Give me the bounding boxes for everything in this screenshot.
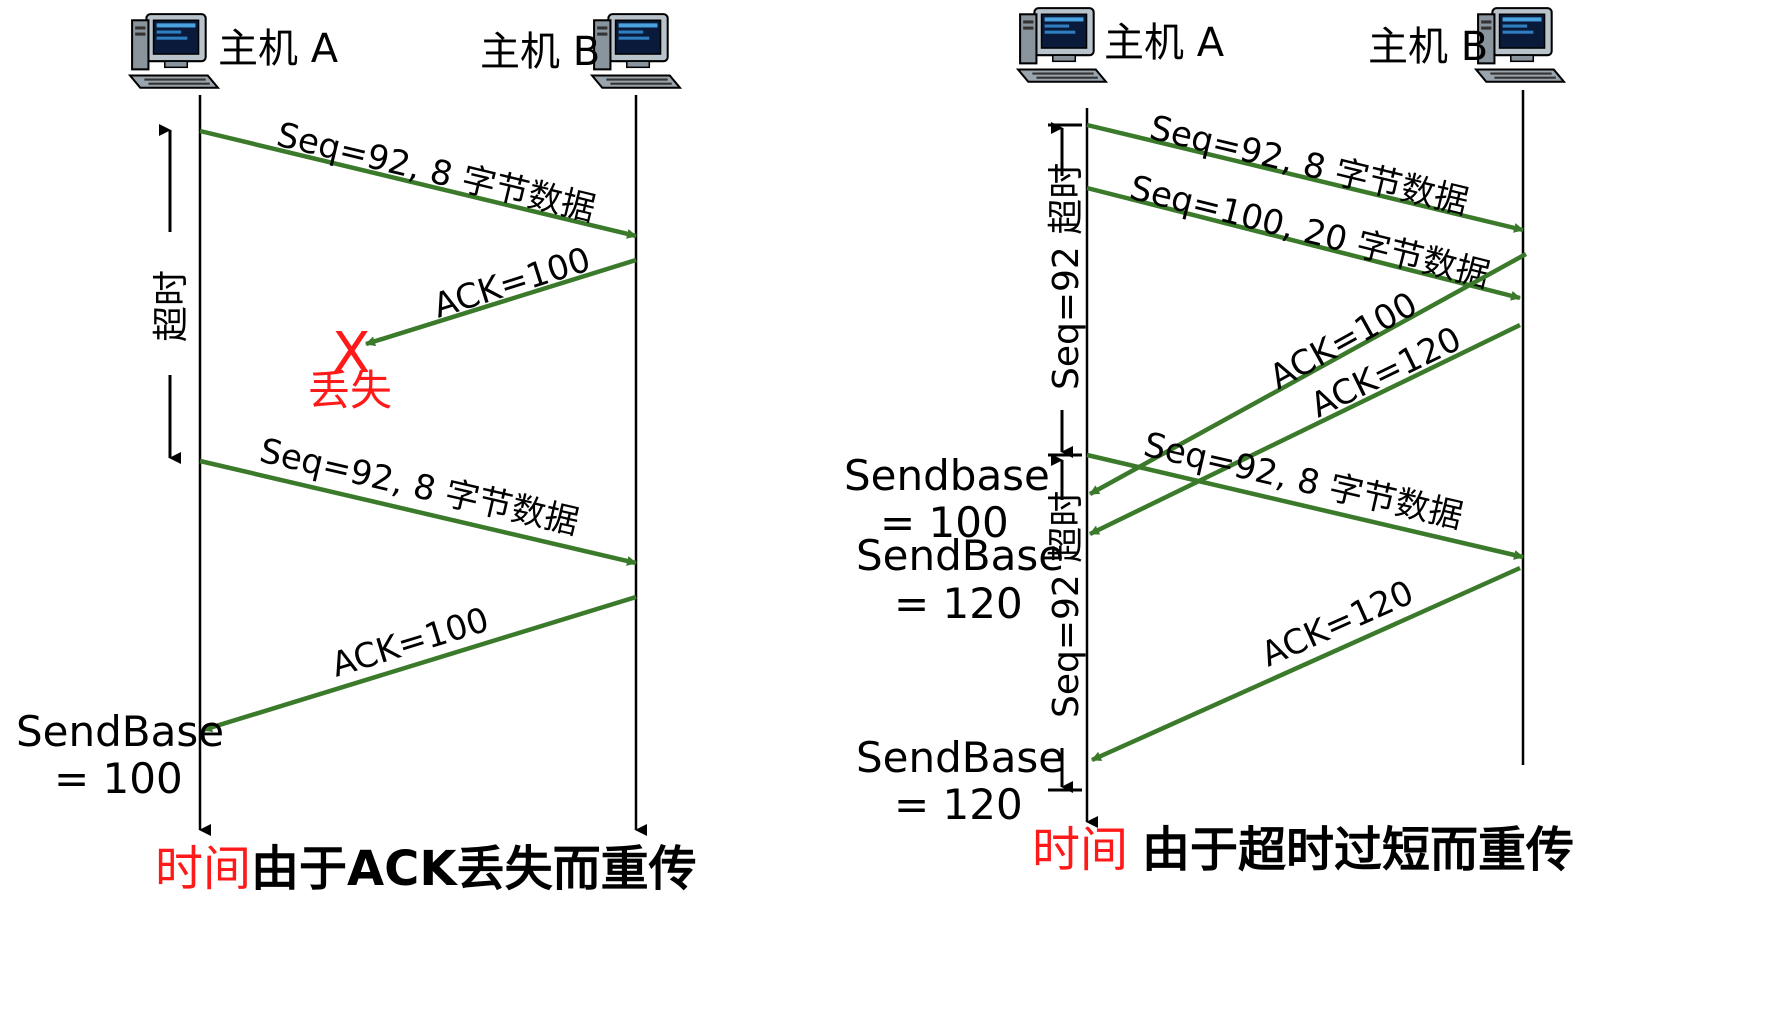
- right-caption-time: 时间: [1032, 822, 1128, 878]
- left-timeout-label: 超时: [151, 270, 192, 342]
- host-a-computer-icon: [1017, 7, 1107, 83]
- host-a-computer-icon: [129, 13, 219, 89]
- left-ack1-arrow: [365, 257, 637, 347]
- right-timeout2-label: Seq=92 超时: [1046, 491, 1087, 718]
- left-panel: 主机 A 主机 B 超时 Seq=92, 8 字节数据 ACK=100 X 丢失…: [16, 13, 697, 897]
- left-host-a-label: 主机 A: [218, 26, 339, 72]
- left-caption-text: 由于ACK丢失而重传: [251, 841, 697, 897]
- left-seq1-label: Seq=92, 8 字节数据: [273, 115, 599, 230]
- right-sendbase1-line2: = 100: [880, 498, 1009, 547]
- right-host-a-label: 主机 A: [1104, 20, 1225, 66]
- left-ack2-arrow: [202, 594, 637, 733]
- lost-label: 丢失: [308, 366, 392, 415]
- left-caption-time: 时间: [155, 841, 251, 897]
- lost-x-mark: X: [332, 321, 370, 386]
- right-sendbase3-line2: = 120: [894, 780, 1023, 829]
- right-sendbase3-line1: SendBase: [856, 733, 1064, 782]
- host-b-computer-icon: [1475, 7, 1565, 83]
- left-host-b-label: 主机 B: [480, 29, 600, 75]
- right-sendbase1-line1: Sendbase: [844, 451, 1050, 500]
- left-seq2-arrow: [199, 458, 637, 566]
- right-seq2-arrow: [1086, 185, 1521, 301]
- left-sendbase-line1: SendBase: [16, 707, 224, 756]
- right-seq1-arrow: [1086, 122, 1524, 233]
- right-panel: 主机 A 主机 B Seq=92 超时 Seq=92 超时 Seq=92, 8 …: [844, 7, 1574, 878]
- host-b-computer-icon: [591, 13, 681, 89]
- right-sendbase2-line2: = 120: [894, 579, 1023, 628]
- right-host-b-label: 主机 B: [1368, 24, 1488, 70]
- right-ack2-arrow: [1089, 322, 1521, 537]
- right-sendbase2-line1: SendBase: [856, 531, 1064, 580]
- left-seq1-arrow: [199, 128, 637, 239]
- right-ack1-arrow: [1088, 252, 1528, 496]
- left-ack2-label: ACK=100: [327, 600, 494, 686]
- right-caption: 时间由于超时过短而重传: [1032, 822, 1574, 878]
- left-sendbase-line2: = 100: [54, 754, 183, 803]
- right-caption-text: 由于超时过短而重传: [1142, 822, 1574, 878]
- left-ack1-label: ACK=100: [429, 240, 596, 327]
- left-caption: 时间由于ACK丢失而重传: [155, 841, 697, 897]
- right-ack3-arrow: [1091, 565, 1521, 763]
- right-timeout1-label: Seq=92 超时: [1046, 163, 1087, 390]
- right-seq3-arrow: [1086, 452, 1524, 560]
